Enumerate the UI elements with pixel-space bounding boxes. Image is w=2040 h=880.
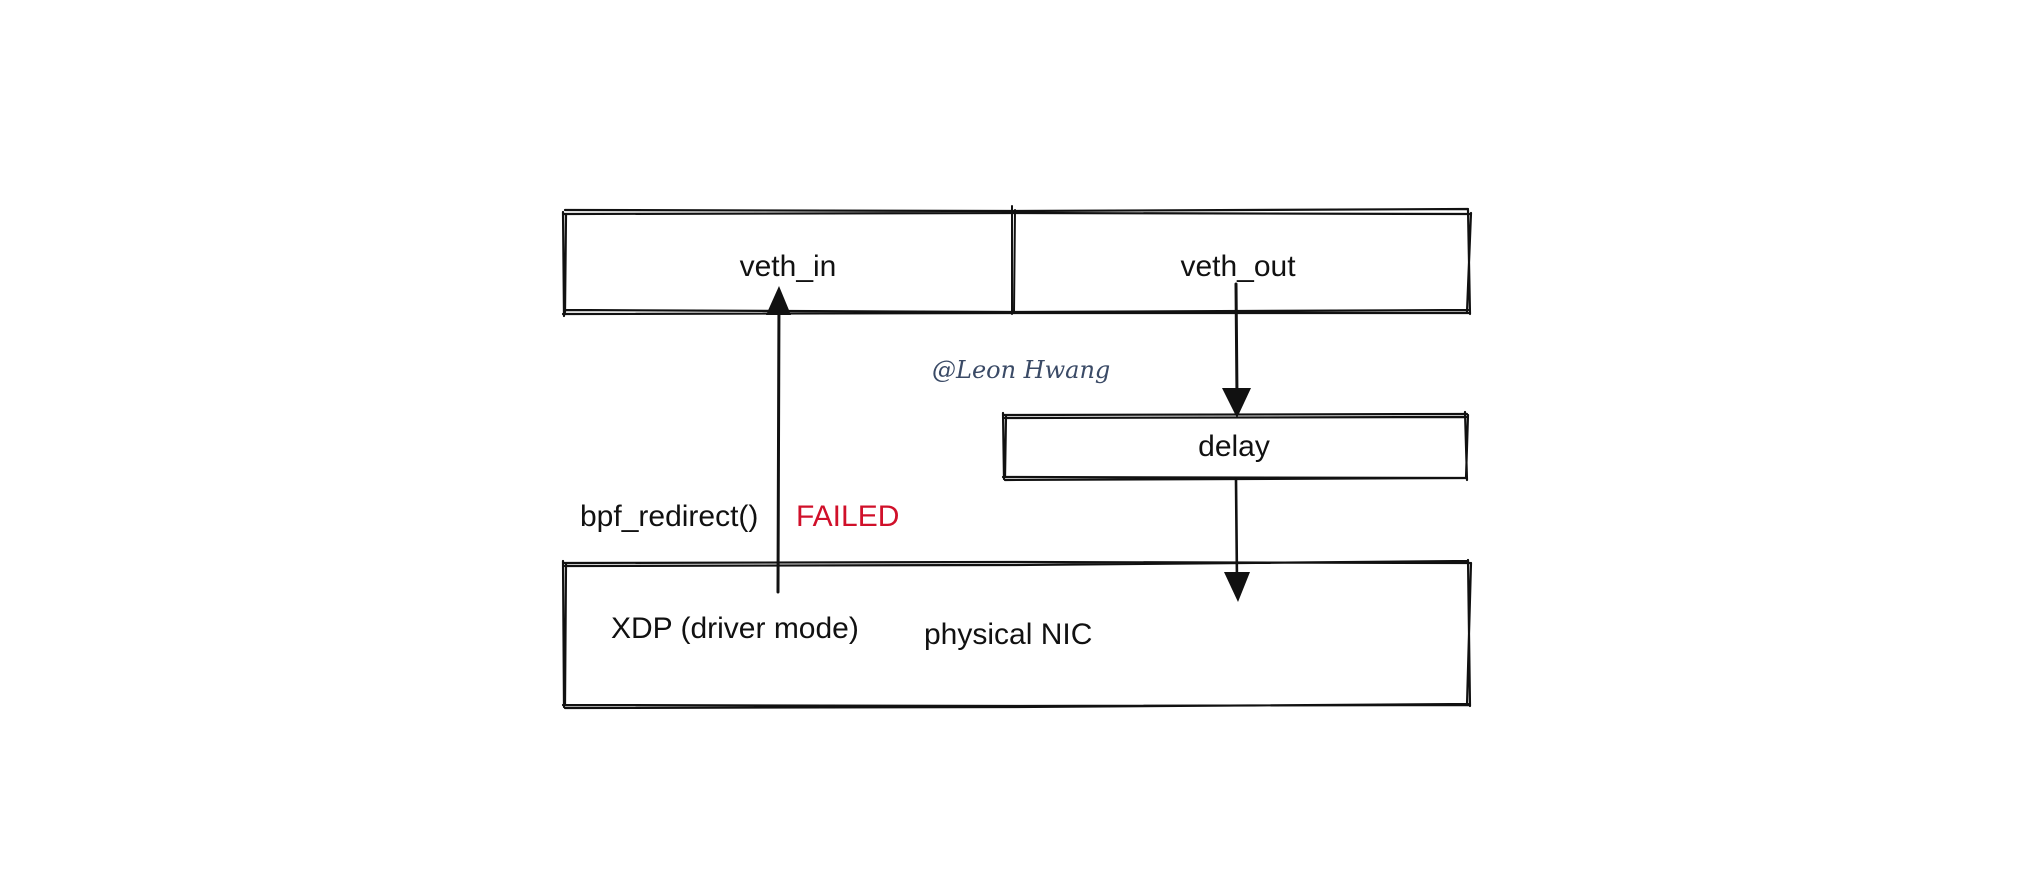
- xdp-driver-mode-label: XDP (driver mode): [611, 612, 859, 645]
- veth-divider: [1011, 205, 1016, 315]
- arrowhead-down-icon: [1222, 388, 1251, 418]
- arrowhead-down-icon: [1224, 572, 1250, 602]
- author-signature: @Leon Hwang: [932, 356, 1110, 384]
- veth-pair-box: [561, 205, 1473, 318]
- veth-in-label: veth_in: [740, 250, 837, 283]
- delay-label: delay: [1198, 430, 1270, 463]
- veth-out-label: veth_out: [1180, 250, 1296, 283]
- physical-nic-box: [561, 558, 1473, 710]
- delay-box: [1001, 410, 1470, 482]
- delay-to-nic-arrow: [1224, 478, 1250, 602]
- redirect-arrow: [766, 286, 791, 594]
- arrowhead-up-icon: [766, 286, 791, 315]
- failed-label: FAILED: [796, 500, 899, 533]
- bpf-redirect-label: bpf_redirect(): [580, 500, 758, 533]
- physical-nic-label: physical NIC: [924, 618, 1092, 651]
- veth-out-to-delay-arrow: [1222, 282, 1251, 418]
